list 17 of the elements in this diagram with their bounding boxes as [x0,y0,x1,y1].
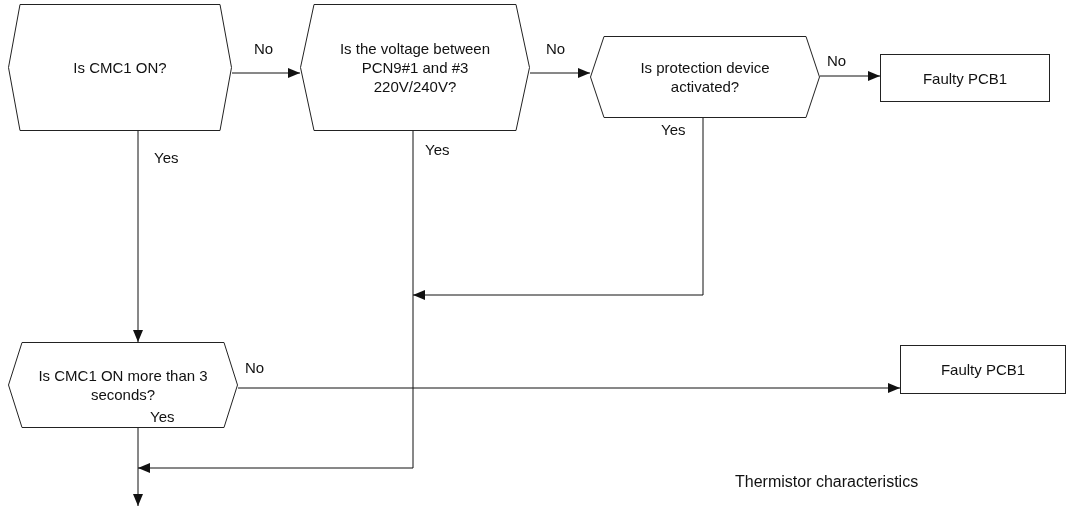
node-text: Is the voltage between PCN9#1 and #3 220V/240V? [338,39,492,96]
arrow [231,68,301,78]
note-text: Thermistor characteristics [735,473,919,491]
node-text: Faulty PCB1 [940,360,1026,379]
arrow [133,130,143,343]
node-text: Is CMC1 ON? [73,58,167,77]
process-box [880,54,1050,102]
arrow [819,71,881,81]
arrow [133,427,143,507]
arrow [412,117,704,300]
arrow [237,383,901,393]
arrow [137,130,414,473]
node-text: Is CMC1 ON more than 3 seconds? [37,366,209,404]
process-box [900,345,1066,394]
node-text: Faulty PCB1 [922,68,1008,88]
arrow [529,68,591,78]
node-text: Is protection device activated? [639,58,771,96]
